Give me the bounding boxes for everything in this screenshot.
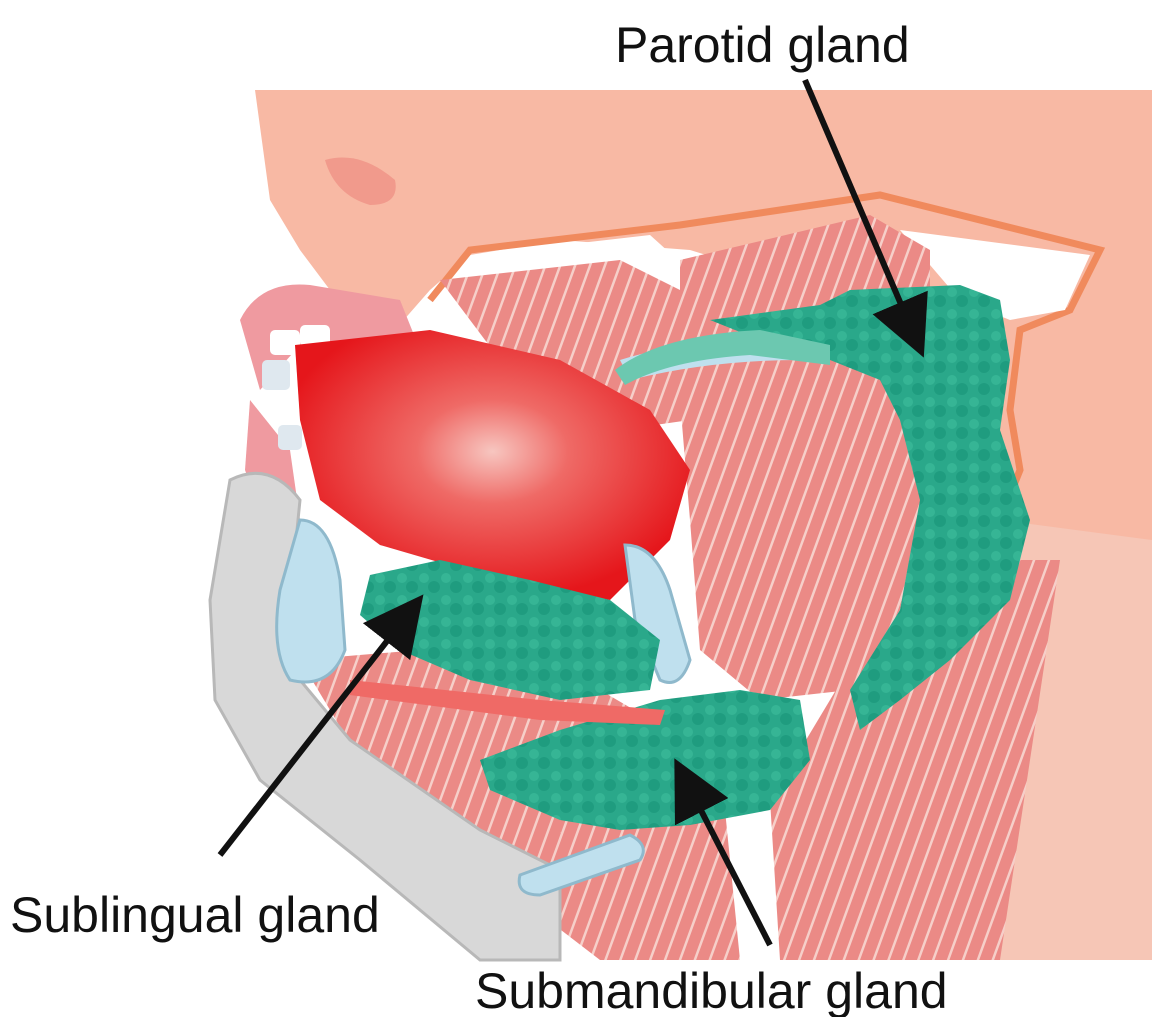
- sublingual-gland-label: Sublingual gland: [10, 887, 380, 943]
- submandibular-gland-label: Submandibular gland: [475, 963, 948, 1017]
- parotid-gland-label: Parotid gland: [615, 17, 910, 73]
